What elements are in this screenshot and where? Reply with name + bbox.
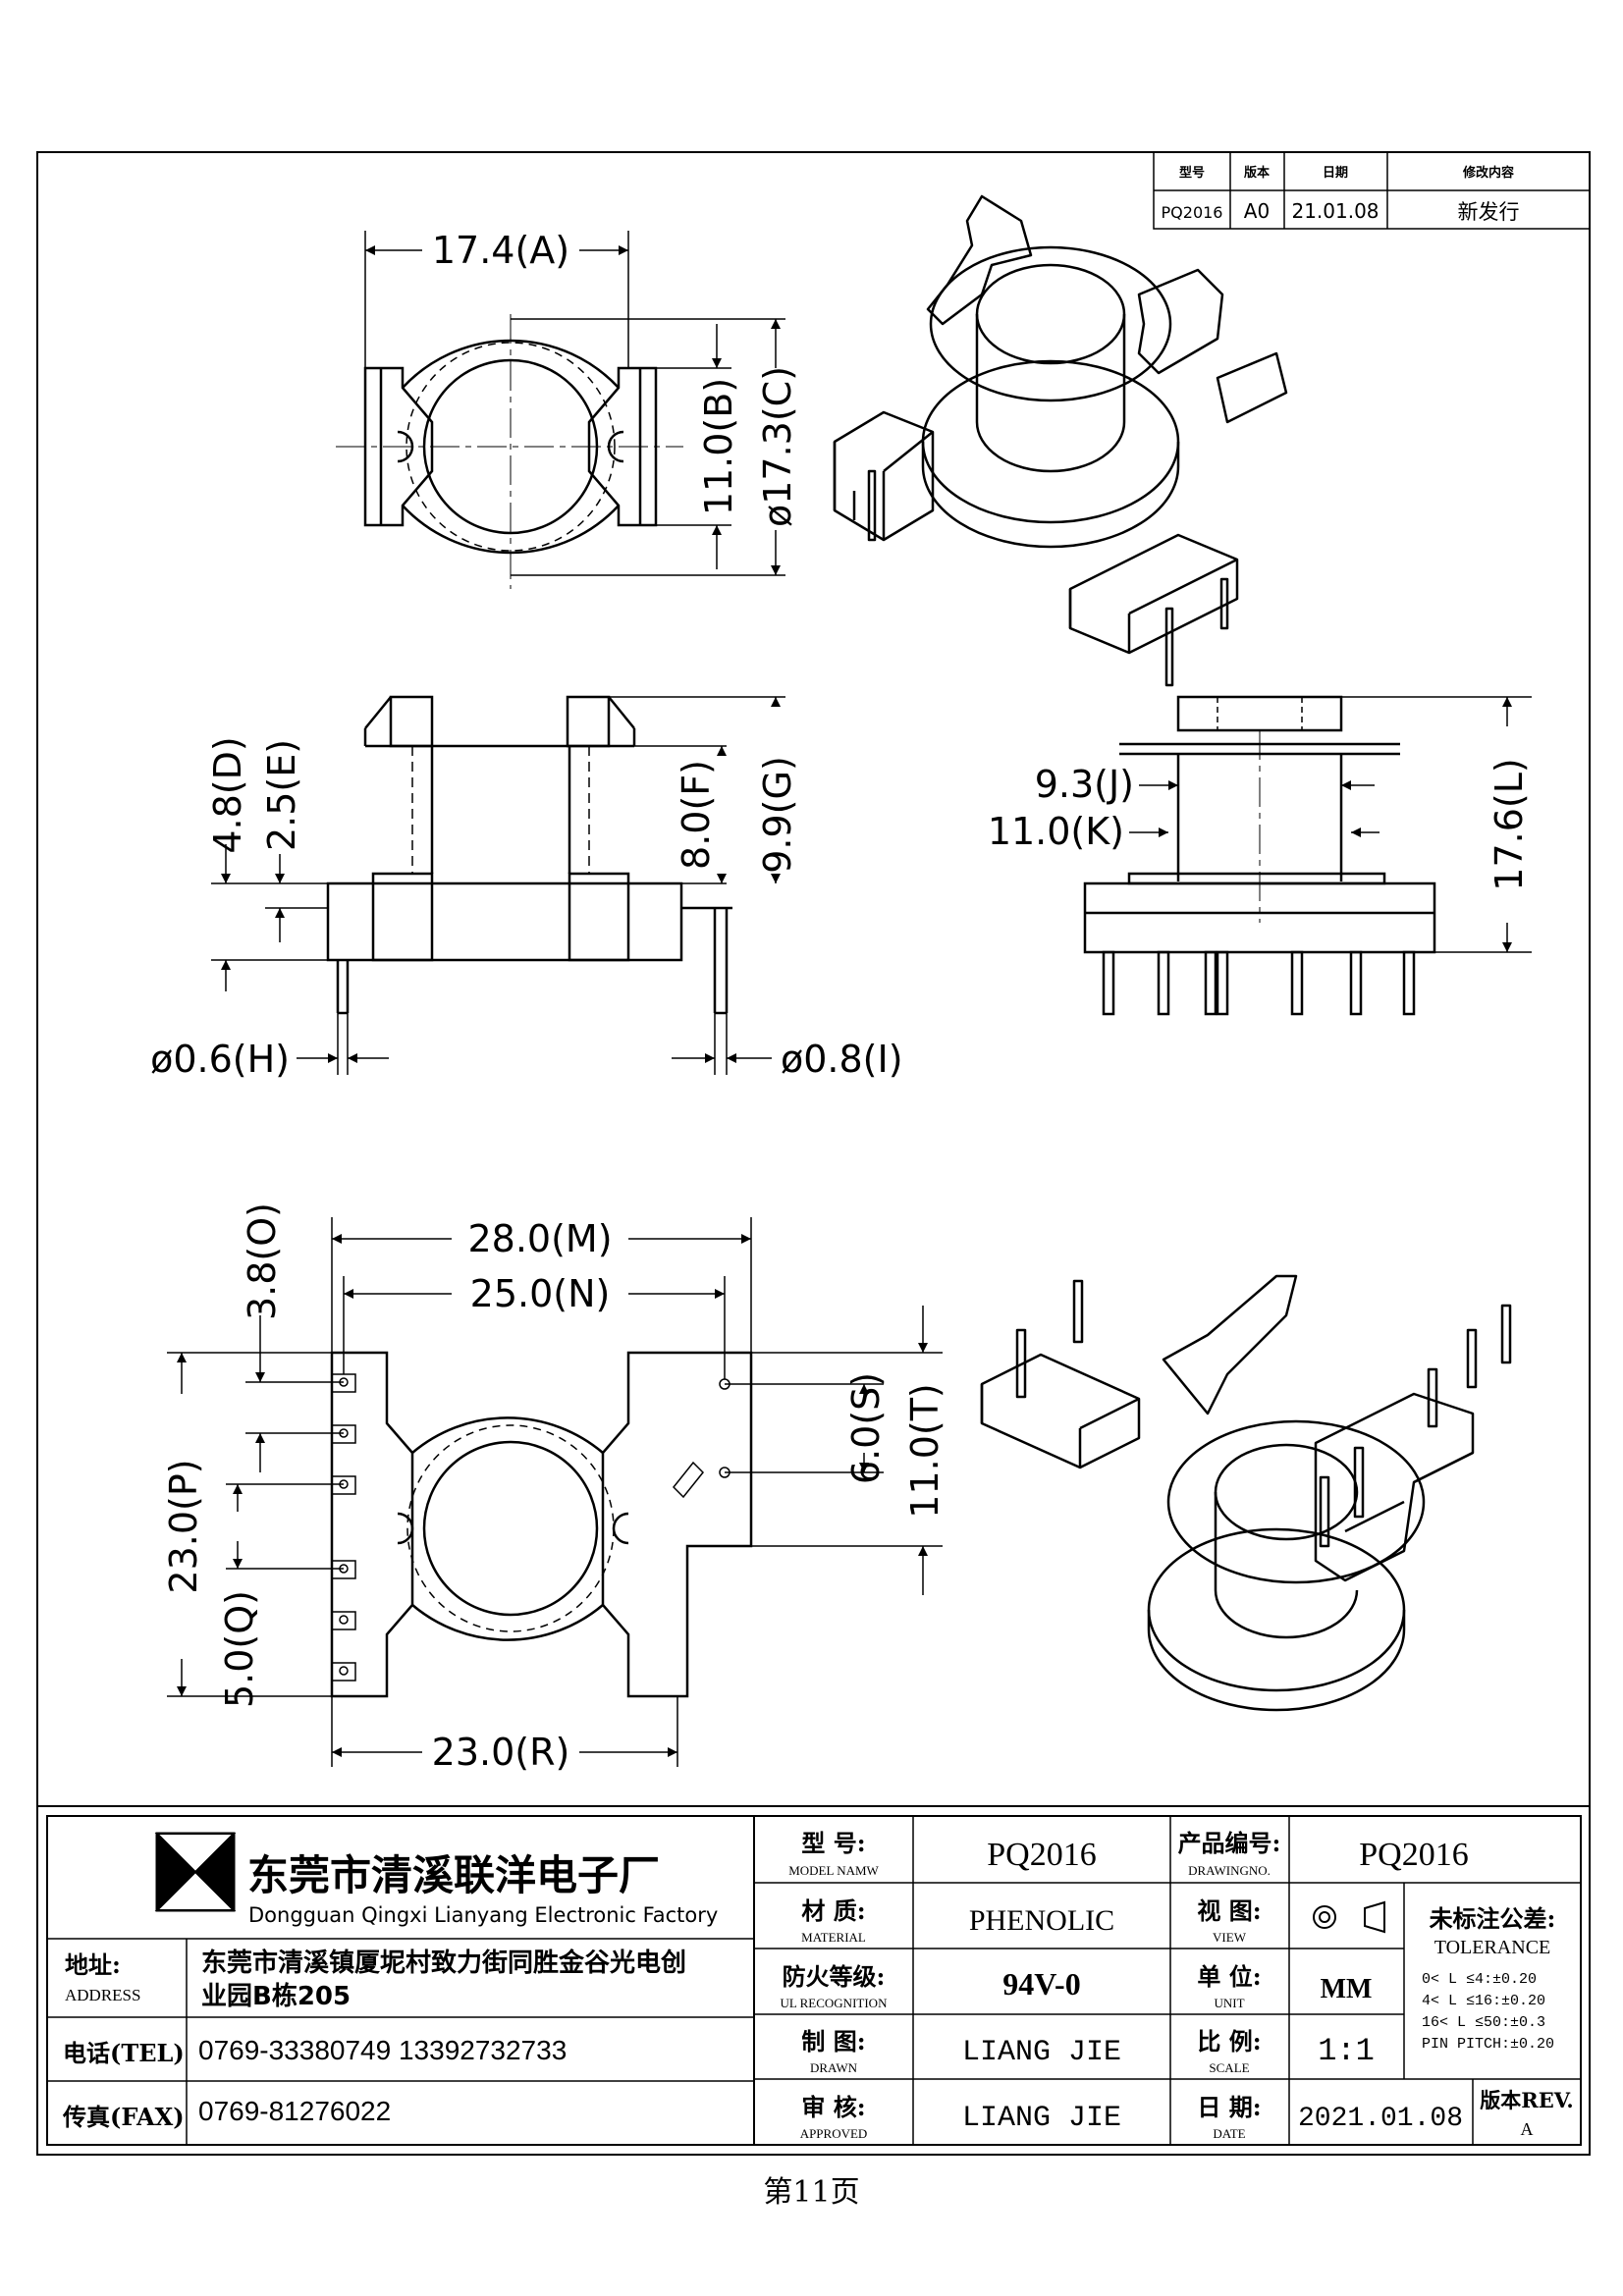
- dim-b-label: 11.0(B): [697, 378, 740, 515]
- top-view: [336, 314, 683, 589]
- isometric-view-top: [833, 194, 1288, 687]
- drawn-label-en: DRAWN: [810, 2060, 858, 2075]
- dim-e-label: 2.5(E): [260, 739, 303, 851]
- drawing-no-value: PQ2016: [1359, 1837, 1468, 1873]
- material-label-cn: 材 质:: [801, 1896, 865, 1925]
- revision-table: [1153, 151, 1591, 230]
- side-view: [1083, 695, 1436, 1016]
- bottom-view: [330, 1351, 753, 1698]
- scale-label-cn: 比 例:: [1197, 2027, 1261, 2056]
- dim-o-label: 3.8(O): [241, 1202, 284, 1320]
- model-value: PQ2016: [987, 1837, 1096, 1873]
- approved-label-en: APPROVED: [800, 2126, 868, 2141]
- rev-header-model: 型号: [1179, 165, 1205, 181]
- tolerance-label-en: TOLERANCE: [1434, 1937, 1551, 1958]
- dim-j-label: 9.3(J): [1035, 763, 1134, 806]
- tolerance-line-2: 4< L ≤16:±0.20: [1422, 1993, 1545, 2009]
- unit-label-en: UNIT: [1214, 1996, 1244, 2010]
- rev-header-content: 修改内容: [1462, 165, 1514, 181]
- tolerance-line-3: 16< L ≤50:±0.3: [1422, 2014, 1545, 2031]
- dim-f-label: 8.0(F): [675, 760, 718, 870]
- bottom-pin-holes: [339, 1377, 730, 1676]
- fire-label-en: UL RECOGNITION: [781, 1996, 889, 2010]
- side-pins: [1102, 950, 1416, 1016]
- dim-h-label: ø0.6(H): [150, 1038, 290, 1081]
- company-name-cn: 东莞市清溪联洋电子厂: [247, 1851, 660, 1899]
- date-label-en: DATE: [1213, 2126, 1245, 2141]
- dim-m-label: 28.0(M): [467, 1217, 612, 1260]
- dim-n-label: 25.0(N): [470, 1272, 611, 1315]
- scale-value: 1:1: [1318, 2033, 1375, 2069]
- model-label-cn: 型 号:: [801, 1829, 865, 1857]
- tolerance-line-4: PIN PITCH:±0.20: [1422, 2036, 1554, 2053]
- unit-label-cn: 单 位:: [1197, 1962, 1261, 1991]
- address-label-cn: 地址:: [65, 1950, 121, 1979]
- rev-header-date: 日期: [1323, 166, 1348, 181]
- address-label-en: ADDRESS: [65, 1986, 140, 2004]
- tel-value: 0769-33380749 13392732733: [198, 2035, 567, 2065]
- rev-date: 21.01.08: [1291, 199, 1379, 223]
- tolerance-label-cn: 未标注公差:: [1430, 1904, 1556, 1933]
- rev-label: 版本REV.: [1480, 2088, 1573, 2112]
- fax-label: 传真(FAX): [62, 2103, 185, 2131]
- approved-label-cn: 审 核:: [801, 2093, 865, 2121]
- fire-label-cn: 防火等级:: [783, 1962, 886, 1991]
- drawing-label-en: DRAWINGNO.: [1188, 1863, 1271, 1878]
- rev-content: 新发行: [1458, 200, 1520, 224]
- rev-value: A: [1521, 2119, 1534, 2139]
- rev-model: PQ2016: [1162, 203, 1223, 222]
- fax-value: 0769-81276022: [198, 2096, 391, 2126]
- dim-k-label: 11.0(K): [988, 810, 1124, 853]
- unit-value: MM: [1321, 1974, 1373, 2004]
- drawn-value: LIANG JIE: [962, 2036, 1121, 2069]
- sheet-border: [36, 151, 1591, 2156]
- scale-label-en: SCALE: [1209, 2060, 1249, 2075]
- dim-i-label: ø0.8(I): [781, 1038, 903, 1081]
- fire-value: 94V-0: [1002, 1966, 1080, 2002]
- company-name-en: Dongguan Qingxi Lianyang Electronic Fact…: [248, 1903, 718, 1927]
- material-value: PHENOLIC: [969, 1904, 1114, 1937]
- date-value: 2021.01.08: [1298, 2104, 1463, 2134]
- dim-q-label: 5.0(Q): [218, 1590, 261, 1708]
- dim-c-label: ø17.3(C): [756, 366, 799, 527]
- dim-r-label: 23.0(R): [432, 1731, 570, 1774]
- rev-header-version: 版本: [1244, 165, 1270, 181]
- dim-a-label: 17.4(A): [432, 229, 569, 272]
- title-block: [37, 1805, 1590, 2146]
- dim-p-label: 23.0(P): [162, 1459, 205, 1593]
- date-label-cn: 日 期:: [1197, 2093, 1261, 2121]
- approved-value: LIANG JIE: [962, 2102, 1121, 2135]
- isometric-view-bottom: [980, 1274, 1512, 1712]
- view-label-en: VIEW: [1213, 1930, 1247, 1945]
- drawing-label-cn: 产品编号:: [1178, 1829, 1281, 1857]
- tolerance-line-1: 0< L ≤4:±0.20: [1422, 1971, 1537, 1988]
- drawn-label-cn: 制 图:: [801, 2027, 865, 2056]
- address-line-2: 业园B栋205: [201, 1981, 351, 2011]
- dim-l-label: 17.6(L): [1488, 758, 1531, 890]
- rev-version: A0: [1244, 199, 1270, 223]
- page-footer: 第11页: [763, 2175, 860, 2210]
- front-view: [326, 695, 732, 1015]
- company-logo: [154, 1832, 237, 1912]
- tel-label: 电话(TEL): [63, 2039, 185, 2067]
- model-label-en: MODEL NAMW: [788, 1863, 879, 1878]
- material-label-en: MATERIAL: [801, 1930, 866, 1945]
- dim-d-label: 4.8(D): [206, 736, 249, 853]
- dim-g-label: 9.9(G): [756, 756, 799, 874]
- dim-s-label: 6.0(S): [844, 1372, 888, 1484]
- address-line-1: 东莞市清溪镇厦坭村致力街同胜金谷光电创: [201, 1948, 686, 1978]
- projection-symbol-icon: [1313, 1900, 1385, 1934]
- dimension-lines: [167, 231, 1532, 1767]
- dim-t-label: 11.0(T): [903, 1383, 947, 1518]
- view-label-cn: 视 图:: [1197, 1896, 1261, 1925]
